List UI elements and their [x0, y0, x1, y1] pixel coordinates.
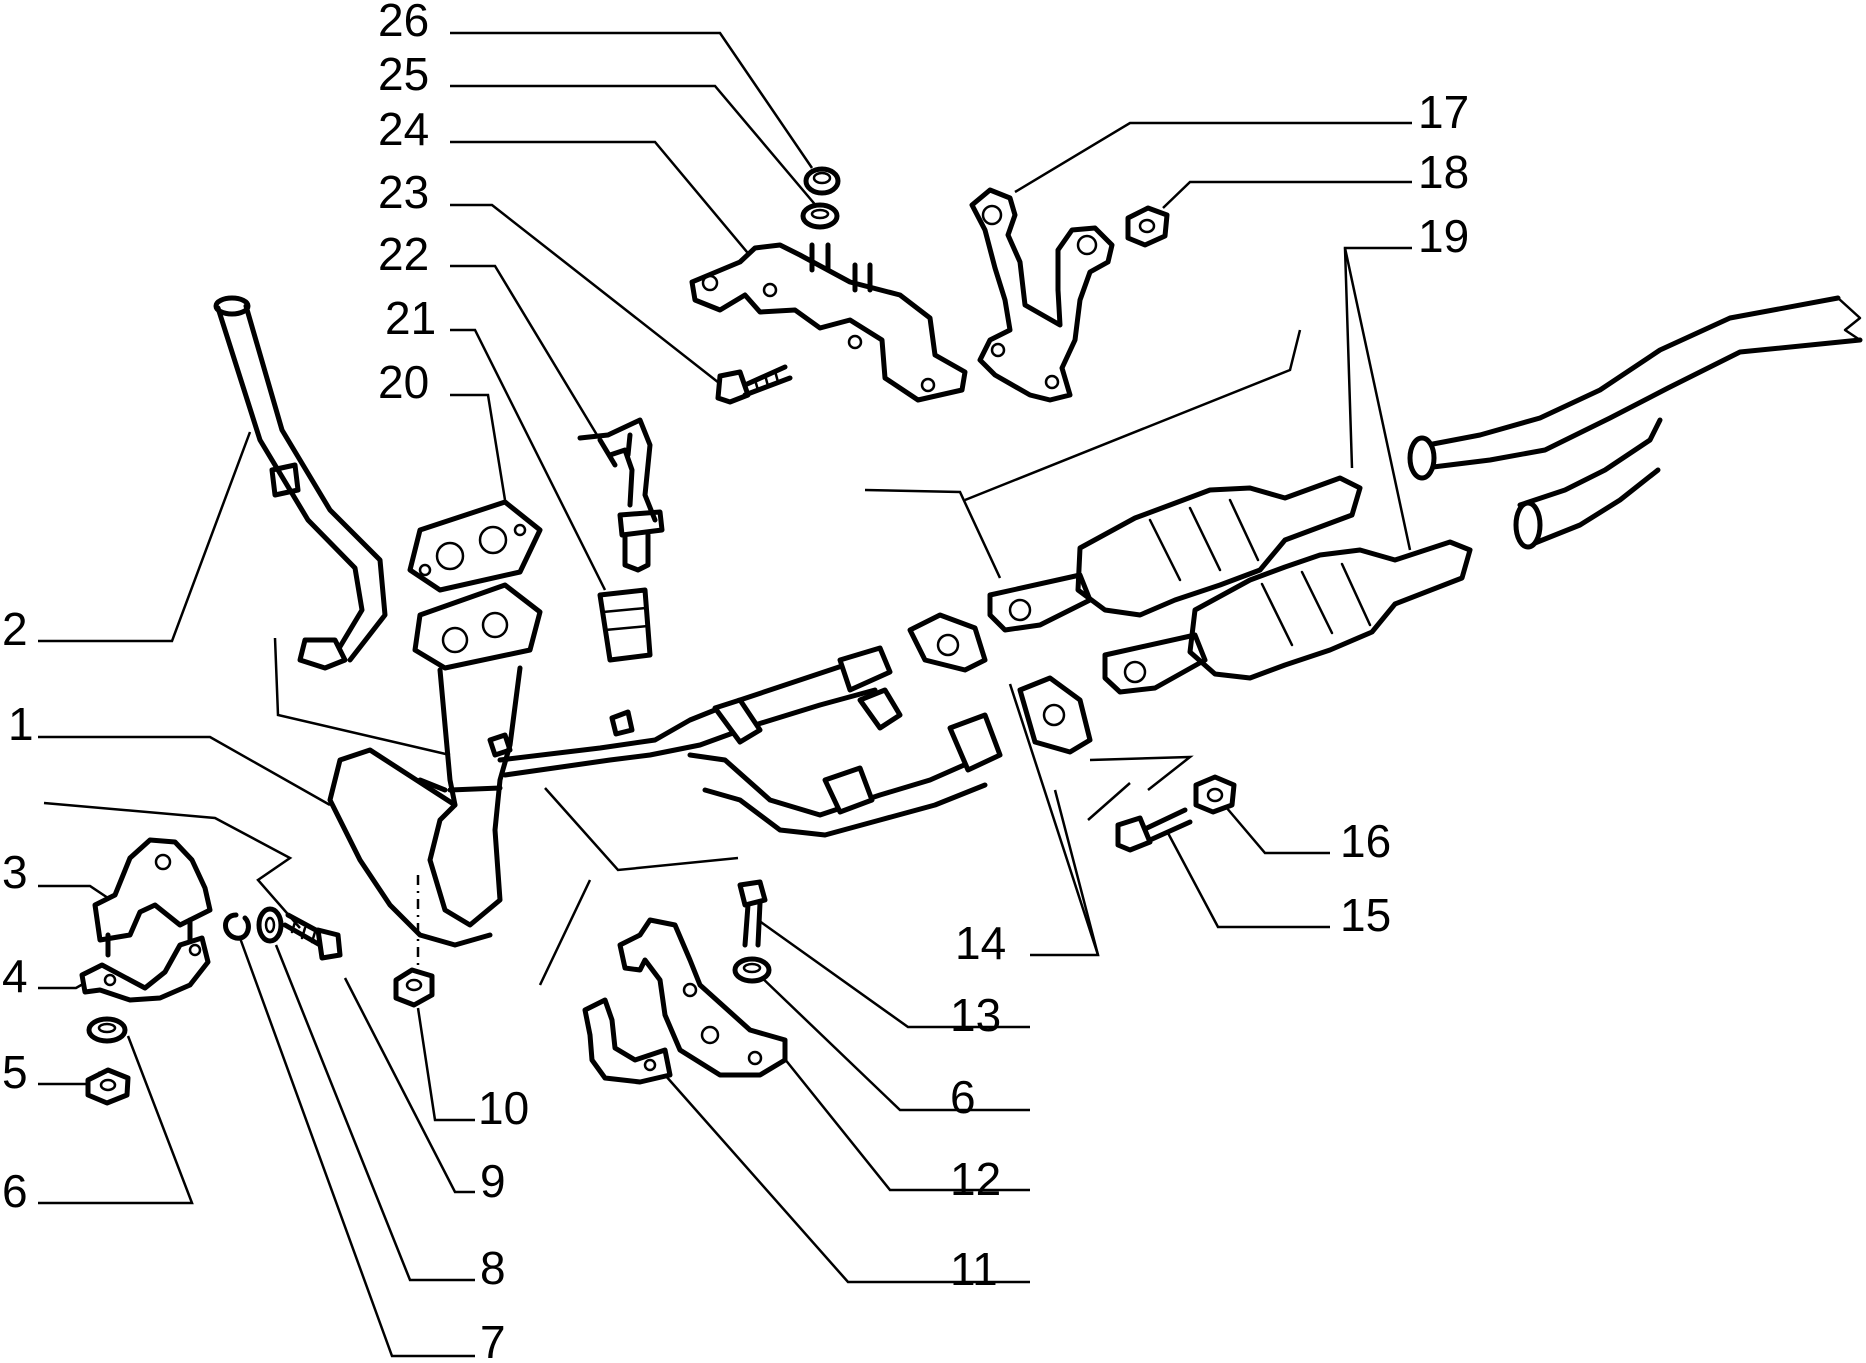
leader-lines: [38, 31, 1412, 1358]
callout-26: 26: [378, 0, 429, 46]
callout-2: 2: [2, 603, 28, 655]
part-19-catalytic-converter-upper: [987, 475, 1363, 633]
callout-23: 23: [378, 166, 429, 218]
part-15-bolt: [1115, 807, 1193, 853]
part-1-front-pipe: [327, 582, 1003, 948]
part-3-clamp-upper: [92, 837, 213, 958]
part-14-gaskets: [907, 612, 1093, 755]
part-16-nut: [1193, 774, 1237, 815]
part-23-bolt: [715, 364, 793, 405]
callout-18: 18: [1418, 146, 1469, 198]
callout-6-right: 6: [950, 1071, 976, 1123]
callout-10: 10: [478, 1082, 529, 1134]
callout-20: 20: [378, 356, 429, 408]
part-17-bracket: [969, 187, 1115, 403]
callout-16: 16: [1340, 815, 1391, 867]
callout-24: 24: [378, 103, 429, 155]
callout-4: 4: [2, 950, 28, 1002]
part-9-bolt: [282, 912, 343, 961]
callout-22: 22: [378, 228, 429, 280]
part-4-clamp-lower: [79, 935, 211, 1003]
callout-14: 14: [955, 917, 1006, 969]
part-10-nut: [393, 967, 435, 1008]
part-6-washer-left: [86, 1016, 128, 1044]
part-11-clamp: [582, 997, 673, 1085]
part-18-nut: [1125, 205, 1170, 248]
part-25-washer: [800, 202, 840, 230]
rear-y-pipe: [1407, 295, 1863, 550]
callout-1: 1: [8, 698, 34, 750]
callout-25: 25: [378, 48, 429, 100]
callout-7: 7: [480, 1316, 506, 1363]
part-13-bolt: [737, 879, 768, 948]
part-19-catalytic-converter-lower: [1102, 539, 1473, 695]
part-7-circlip: [223, 912, 251, 941]
part-21-sensor: [597, 587, 653, 663]
callout-3: 3: [2, 846, 28, 898]
callout-15: 15: [1340, 889, 1391, 941]
part-2-dipstick-tube: [213, 295, 388, 671]
callout-13: 13: [950, 989, 1001, 1041]
part-8-washer: [256, 906, 284, 944]
callout-8: 8: [480, 1242, 506, 1294]
callout-19: 19: [1418, 210, 1469, 262]
part-26-nut: [803, 166, 841, 196]
callout-labels: 26 25 24 23 22 21 20 17 18 19 2 1 3 4 5 …: [2, 0, 1469, 1363]
part-24-bracket: [689, 242, 968, 403]
part-12-bracket: [617, 917, 788, 1078]
part-5-nut: [85, 1067, 131, 1106]
callout-17: 17: [1418, 86, 1469, 138]
callout-9: 9: [480, 1155, 506, 1207]
callout-12: 12: [950, 1153, 1001, 1205]
callout-11: 11: [950, 1243, 998, 1295]
part-22-sensor-harness: [577, 417, 665, 573]
callout-5: 5: [2, 1046, 28, 1098]
callout-6-left: 6: [2, 1165, 28, 1217]
part-6-washer-right: [732, 956, 772, 984]
callout-21: 21: [385, 292, 436, 344]
part-20-gasket: [407, 499, 543, 593]
